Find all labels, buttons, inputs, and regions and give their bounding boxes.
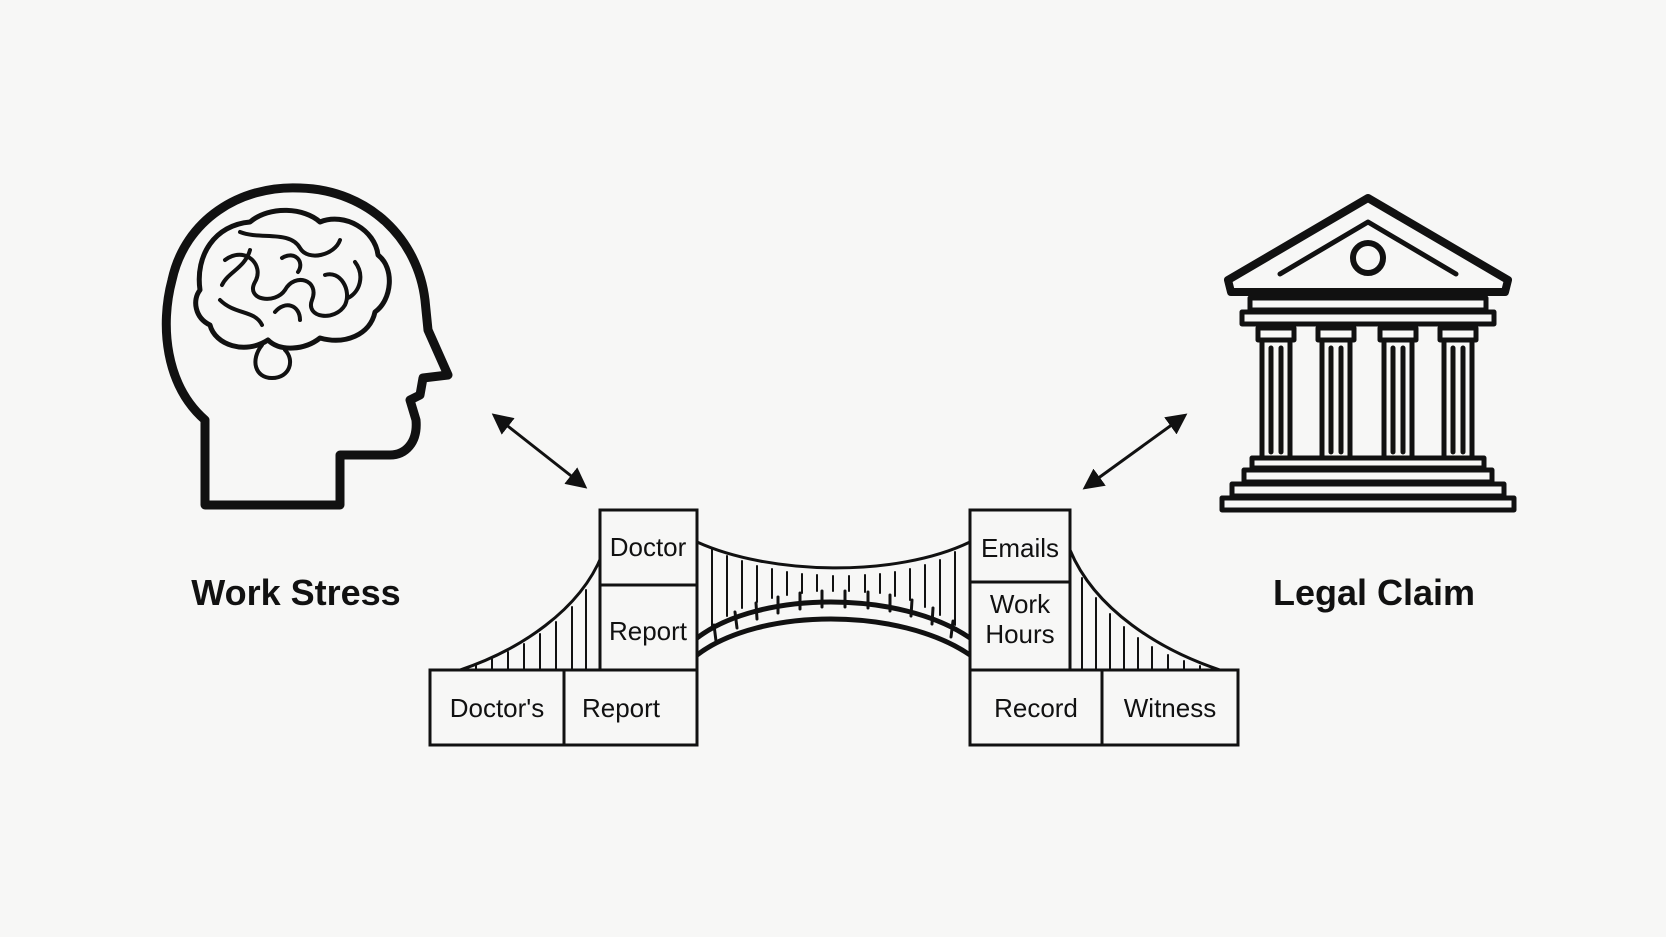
double-arrow-icon [491,413,588,489]
box-text: Witness [1124,693,1216,723]
box-text: Doctor [610,532,687,562]
right-base: Record Witness [968,668,1240,747]
box-text: Report [582,693,661,723]
work-stress-label: Work Stress [191,572,400,613]
right-hangers [1081,577,1201,671]
box-right-base-1 [968,668,1104,747]
left-base: Doctor's Report [428,668,699,747]
box-text: Emails [981,533,1059,563]
brain-icon [193,207,392,380]
head-with-brain-icon [161,183,453,510]
courthouse-icon [1219,194,1517,513]
box-text: Report [609,616,688,646]
box-text: Hours [985,619,1054,649]
box-text: Doctor's [450,693,545,723]
box-text: Work [990,589,1051,619]
deck-ties [712,589,955,643]
legal-claim-label: Legal Claim [1273,572,1475,613]
bridge: Doctor Report Doctor's Report Emails Wor… [428,508,1240,747]
left-tower: Doctor Report [598,508,699,672]
box-left-base-1 [428,668,566,747]
box-right-tower-top [968,508,1072,584]
left-hangers [475,589,587,671]
box-right-base-2 [1100,668,1240,747]
box-text: Record [994,693,1078,723]
double-arrow-icon [1082,413,1188,490]
box-left-base-2 [562,668,699,747]
deck-hangers [711,548,956,627]
right-tower: Emails Work Hours [968,508,1072,672]
